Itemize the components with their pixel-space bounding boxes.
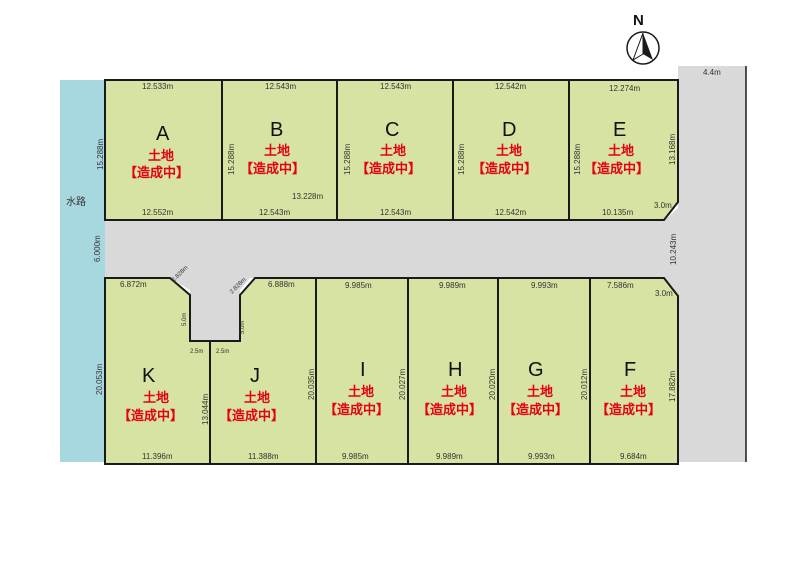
- svg-text:9.993m: 9.993m: [531, 281, 558, 290]
- svg-text:【造成中】: 【造成中】: [503, 402, 568, 418]
- svg-text:土地: 土地: [496, 143, 522, 159]
- svg-text:土地: 土地: [441, 384, 467, 400]
- lot-a[interactable]: 12.533m 12.552m 15.288m A 土地 【造成中】: [96, 79, 223, 221]
- svg-text:J: J: [250, 365, 260, 387]
- svg-text:15.288m: 15.288m: [573, 144, 582, 175]
- svg-text:【造成中】: 【造成中】: [596, 402, 661, 418]
- waterway-label: 水路: [66, 195, 86, 208]
- north-arrow-icon: N: [626, 12, 660, 65]
- svg-text:12.274m: 12.274m: [609, 84, 640, 93]
- svg-text:土地: 土地: [143, 390, 169, 406]
- svg-text:6.888m: 6.888m: [268, 280, 295, 289]
- svg-text:I: I: [360, 359, 366, 381]
- svg-text:G: G: [528, 359, 544, 381]
- svg-text:12.543m: 12.543m: [380, 208, 411, 217]
- svg-text:N: N: [633, 12, 644, 29]
- svg-text:K: K: [142, 365, 156, 387]
- svg-text:E: E: [613, 119, 626, 141]
- svg-text:13.228m: 13.228m: [292, 192, 323, 201]
- svg-text:2.5m: 2.5m: [190, 349, 203, 355]
- svg-text:15.288m: 15.288m: [343, 144, 352, 175]
- svg-text:12.543m: 12.543m: [259, 208, 290, 217]
- svg-text:【造成中】: 【造成中】: [324, 402, 389, 418]
- svg-text:12.543m: 12.543m: [380, 82, 411, 91]
- lot-e[interactable]: 12.274m 10.135m 15.288m 13.168m 3.0m E 土…: [568, 79, 679, 221]
- svg-text:5.0m: 5.0m: [182, 313, 188, 326]
- svg-text:9.985m: 9.985m: [342, 452, 369, 461]
- svg-text:9.993m: 9.993m: [528, 452, 555, 461]
- svg-text:【造成中】: 【造成中】: [472, 161, 537, 177]
- lot-f[interactable]: 7.586m 9.684m 17.882m 3.0m F 土地 【造成中】: [589, 277, 679, 465]
- svg-text:C: C: [385, 119, 399, 141]
- svg-text:土地: 土地: [608, 143, 634, 159]
- svg-text:土地: 土地: [527, 384, 553, 400]
- side-road-width: 4.4m: [703, 68, 721, 77]
- svg-text:13.044m: 13.044m: [201, 394, 210, 425]
- svg-text:9.985m: 9.985m: [345, 281, 372, 290]
- svg-text:5.0m: 5.0m: [240, 321, 246, 334]
- svg-text:15.288m: 15.288m: [227, 144, 236, 175]
- svg-text:20.020m: 20.020m: [488, 369, 497, 400]
- svg-text:15.288m: 15.288m: [457, 144, 466, 175]
- lot-i[interactable]: 9.985m 9.985m 20.027m I 土地 【造成中】: [315, 277, 409, 465]
- svg-text:【造成中】: 【造成中】: [240, 161, 305, 177]
- lot-f-frontage: 10.243m: [669, 234, 678, 265]
- lot-j[interactable]: 6.888m 11.388m 20.035m 2.828m 5.0m 2.5m …: [209, 277, 317, 465]
- svg-text:D: D: [502, 119, 516, 141]
- svg-text:【造成中】: 【造成中】: [417, 402, 482, 418]
- svg-text:12.533m: 12.533m: [142, 82, 173, 91]
- svg-text:17.882m: 17.882m: [668, 371, 677, 402]
- svg-text:9.989m: 9.989m: [436, 452, 463, 461]
- svg-text:3.0m: 3.0m: [655, 289, 673, 298]
- lot-c[interactable]: 12.543m 12.543m 15.288m C 土地 【造成中】: [336, 79, 454, 221]
- svg-text:H: H: [448, 359, 462, 381]
- main-road: [105, 208, 678, 341]
- svg-text:10.135m: 10.135m: [602, 208, 633, 217]
- svg-text:12.542m: 12.542m: [495, 208, 526, 217]
- svg-text:2.5m: 2.5m: [216, 349, 229, 355]
- svg-text:20.053m: 20.053m: [95, 364, 104, 395]
- lot-b[interactable]: 12.543m 12.543m 15.288m 13.228m B 土地 【造成…: [221, 79, 338, 221]
- svg-text:土地: 土地: [620, 384, 646, 400]
- lot-g[interactable]: 9.993m 9.993m 20.012m G 土地 【造成中】: [497, 277, 591, 465]
- svg-text:土地: 土地: [244, 390, 270, 406]
- svg-text:B: B: [270, 119, 283, 141]
- svg-text:3.0m: 3.0m: [654, 201, 672, 210]
- svg-text:【造成中】: 【造成中】: [219, 408, 284, 424]
- svg-text:F: F: [624, 359, 636, 381]
- svg-text:11.396m: 11.396m: [142, 452, 173, 461]
- svg-text:【造成中】: 【造成中】: [584, 161, 649, 177]
- svg-text:11.388m: 11.388m: [248, 452, 279, 461]
- svg-text:【造成中】: 【造成中】: [124, 165, 189, 181]
- svg-text:【造成中】: 【造成中】: [118, 408, 183, 424]
- side-road: [678, 66, 746, 462]
- svg-text:20.027m: 20.027m: [398, 369, 407, 400]
- svg-text:12.543m: 12.543m: [265, 82, 296, 91]
- svg-text:土地: 土地: [148, 148, 174, 164]
- svg-text:土地: 土地: [264, 143, 290, 159]
- svg-text:9.989m: 9.989m: [439, 281, 466, 290]
- main-road-width: 6.000m: [93, 235, 102, 262]
- svg-text:土地: 土地: [348, 384, 374, 400]
- svg-text:9.684m: 9.684m: [620, 452, 647, 461]
- svg-text:12.542m: 12.542m: [495, 82, 526, 91]
- svg-text:20.035m: 20.035m: [307, 369, 316, 400]
- svg-text:13.168m: 13.168m: [668, 134, 677, 165]
- lot-h[interactable]: 9.989m 9.989m 20.020m H 土地 【造成中】: [407, 277, 499, 465]
- svg-text:12.552m: 12.552m: [142, 208, 173, 217]
- waterway: [60, 80, 105, 462]
- svg-text:6.872m: 6.872m: [120, 280, 147, 289]
- svg-text:土地: 土地: [380, 143, 406, 159]
- svg-text:15.288m: 15.288m: [96, 139, 105, 170]
- lot-d[interactable]: 12.542m 12.542m 15.288m D 土地 【造成中】: [452, 79, 570, 221]
- svg-text:20.012m: 20.012m: [580, 369, 589, 400]
- svg-text:7.586m: 7.586m: [607, 281, 634, 290]
- svg-text:【造成中】: 【造成中】: [356, 161, 421, 177]
- lot-k[interactable]: 6.872m 11.396m 20.053m 13.044m 2.828m 5.…: [95, 265, 211, 465]
- svg-text:A: A: [156, 123, 170, 145]
